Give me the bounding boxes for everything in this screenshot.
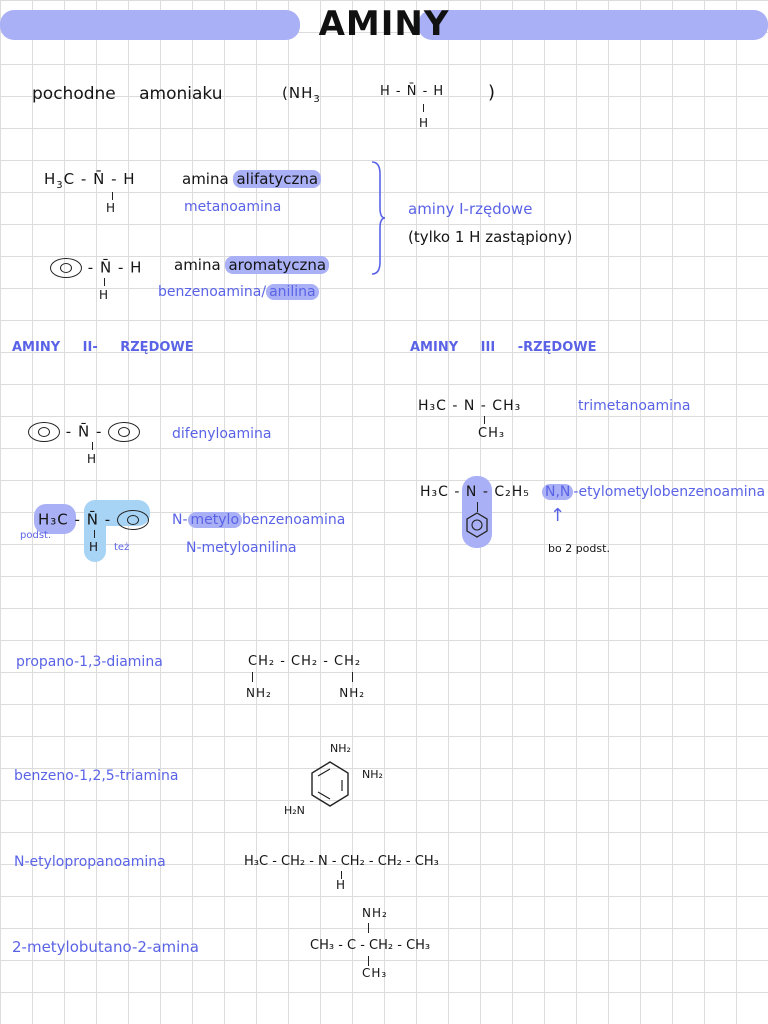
type-aromatic-highlight: aromatyczna [225, 256, 330, 274]
diphenylamine-name: difenyloamina [172, 426, 272, 442]
type-aliphatic-highlight: alifatyczna [233, 170, 322, 188]
ethylmethylaniline-name: N,N-etylometylobenzenoamina [542, 484, 765, 500]
intro-formula: (NH3 [282, 84, 321, 105]
triamine-nh2-right: NH₂ [362, 768, 383, 781]
diphenylamine-formula: - N̄ - [28, 422, 141, 442]
benzene-ring-icon [50, 258, 82, 278]
ammonia-structure: H - N̄ - H [380, 84, 445, 99]
benzene-ring-icon [116, 510, 149, 530]
trimethylamine-below: CH₃ [478, 426, 506, 441]
aniline-name: benzenoamina/anilina [158, 284, 319, 300]
example-name-1: propano-1,3-diamina [16, 654, 163, 670]
ammonia-bond [423, 104, 424, 112]
trimethylamine-name: trimetanoamina [578, 398, 691, 414]
benzene-hexagon-icon [466, 512, 488, 538]
primary-label-line1: aminy I-rzędowe [408, 200, 533, 218]
n-methylaniline-h: H [89, 540, 99, 554]
benzene-ring-icon [28, 422, 60, 442]
methyl-highlight [34, 504, 76, 534]
nn-highlight: N,N [542, 484, 574, 500]
n-ring-highlight [462, 476, 492, 548]
trimethylamine-bond [484, 416, 485, 424]
aniline-formula: - N̄ - H [50, 258, 142, 278]
ethylmethylaniline-ring [466, 512, 488, 542]
ethylmethylaniline-note: bo 2 podst. [548, 542, 610, 555]
example-formula-4-middle: CH₃ - C - CH₂ - CH₃ [310, 938, 431, 953]
substituent-note-right: też [114, 542, 130, 553]
ethylmethylaniline-formula: H₃C - N - C₂H₅ [420, 484, 530, 500]
example-formula-3-top: H₃C - CH₂ - N - CH₂ - CH₂ - CH₃ [244, 854, 439, 869]
example-formula-1-bottom: NH₂ NH₂ [246, 686, 366, 700]
aniline-bond [104, 278, 105, 286]
tertiary-heading: AMINY III -RZĘDOWE [410, 340, 597, 355]
trimethylamine-formula: H₃C - N - CH₃ [418, 398, 522, 414]
aniline-h: H [99, 288, 109, 302]
example-name-3: N-etylopropanoamina [14, 854, 166, 870]
example-formula-3-bottom: H [336, 878, 346, 892]
intro-paren: ) [488, 82, 497, 103]
substituent-note-left: podst. [20, 530, 52, 541]
example-4-bond-top [368, 923, 369, 933]
n-methylaniline-formula: H₃C - N̄ - [38, 510, 149, 530]
diphenylamine-bond [92, 442, 93, 450]
ethylmethylaniline-bond [477, 502, 478, 512]
example-name-4: 2-metylobutano-2-amina [12, 938, 200, 956]
curly-brace-icon [371, 161, 386, 275]
triamine-nh2-top: NH₂ [330, 742, 351, 755]
methylamine-type: amina alifatyczna [182, 170, 322, 188]
ammonia-h: H [419, 116, 429, 130]
primary-label-line2: (tylko 1 H zastąpiony) [408, 228, 573, 246]
methylo-highlight: metylo [187, 512, 243, 528]
nh-highlight [84, 500, 106, 562]
up-arrow-icon: ↑ [550, 505, 566, 526]
anilina-highlight: anilina [266, 284, 319, 300]
example-1-bond-right [352, 672, 353, 682]
benzene-triamine-icon [311, 761, 349, 807]
example-4-bond-bottom [368, 956, 369, 966]
example-formula-1-top: CH₂ - CH₂ - CH₂ [248, 654, 362, 669]
methylamine-h: H [106, 201, 116, 215]
intro-text: pochodne amoniaku [32, 84, 223, 104]
secondary-heading: AMINY II- RZĘDOWE [12, 340, 194, 355]
example-3-bond [341, 871, 342, 879]
benzene-ring-icon [108, 422, 141, 442]
methylamine-bond [112, 192, 113, 200]
page-title: AMINY [318, 4, 450, 44]
methylamine-formula: H3C - N̄ - H [44, 170, 136, 191]
aniline-type: amina aromatyczna [174, 256, 330, 274]
n-methylaniline-name2: N-metyloanilina [186, 540, 297, 556]
title-band-left [0, 10, 300, 40]
triamine-nh2-left: H₂N [284, 804, 305, 817]
example-1-bond-left [252, 672, 253, 682]
title-band-right [418, 10, 768, 40]
example-name-2: benzeno-1,2,5-triamina [14, 768, 179, 784]
methylamine-name: metanoamina [184, 199, 282, 215]
n-methylaniline-bond [94, 530, 95, 538]
example-formula-4-bottom: CH₃ [362, 966, 388, 980]
diphenylamine-h: H [87, 452, 97, 466]
example-formula-4-top: NH₂ [362, 906, 388, 920]
